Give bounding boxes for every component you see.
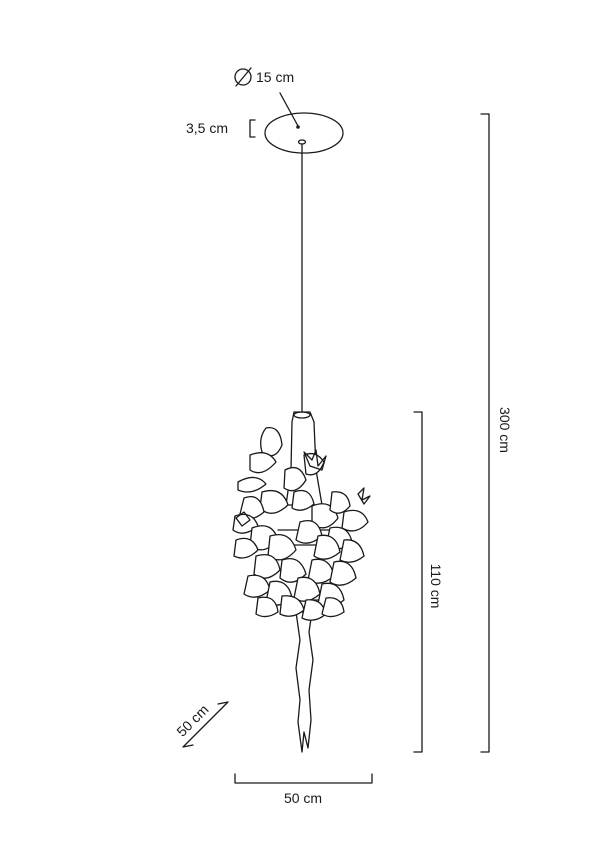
canopy-height-dimension: 3,5 cm <box>186 119 256 138</box>
butterfly-right <box>357 487 371 505</box>
canopy-height-label: 3,5 cm <box>186 120 228 136</box>
ceiling-canopy <box>264 112 344 154</box>
butterfly-upper <box>303 449 327 471</box>
lamp-body <box>232 411 371 753</box>
canopy-diameter-label: 15 cm <box>256 69 294 85</box>
total-height-label: 300 cm <box>497 407 513 453</box>
leaf-cluster <box>232 426 369 621</box>
width-label: 50 cm <box>284 790 322 806</box>
depth-label: 50 cm <box>173 701 211 739</box>
diameter-symbol-icon <box>234 67 252 87</box>
width-dimension: 50 cm <box>234 773 373 806</box>
butterfly-left <box>235 511 251 527</box>
body-height-label: 110 cm <box>428 564 444 609</box>
body-height-dimension: 110 cm <box>413 411 444 753</box>
canopy-diameter-dimension: 15 cm <box>234 67 299 127</box>
canopy-diameter-leader <box>279 92 299 127</box>
depth-dimension: 50 cm <box>173 701 229 748</box>
total-height-dimension: 300 cm <box>480 113 513 753</box>
